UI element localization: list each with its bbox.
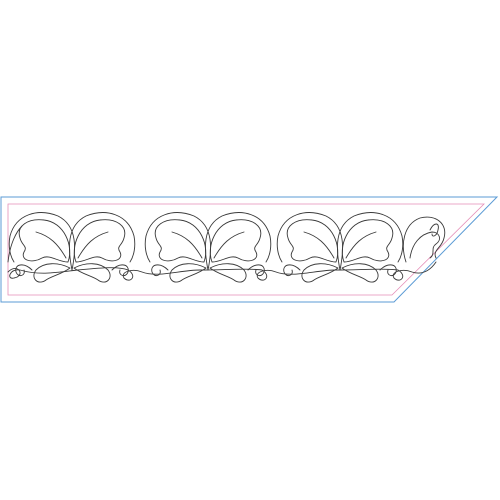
motif-curl (379, 264, 397, 277)
motif-wing-5 (336, 212, 404, 283)
motif-curl (283, 264, 301, 277)
motif-vein (171, 231, 203, 259)
motif-lower-petal (73, 263, 111, 283)
motif-wing-3 (204, 212, 272, 283)
motif-lower-petal (301, 263, 339, 283)
motif-petal (154, 219, 207, 263)
motif-vein (77, 231, 109, 259)
motif-group (7, 212, 446, 283)
motif-lower-petal (169, 263, 207, 283)
motif-curl (247, 264, 265, 277)
motif-curl (15, 264, 33, 277)
motif-vein (303, 231, 335, 259)
motif-wing-2 (144, 212, 212, 283)
motif-partial-end-leaf (429, 223, 439, 237)
motif-curl (111, 264, 129, 277)
motif-vein (213, 231, 245, 259)
motif-petal (341, 219, 394, 263)
motif-wing-0 (8, 212, 76, 283)
motif-petal (18, 219, 71, 263)
motif-outer-arch (336, 212, 404, 271)
motif-lower-petal (341, 263, 379, 283)
motif-outer-arch (204, 212, 272, 271)
motif-petal (73, 219, 126, 263)
motif-outer-arch (144, 212, 212, 271)
motif-wing-1 (68, 212, 136, 283)
motif-outer-arch (68, 212, 136, 271)
baseline-loop-line (7, 261, 437, 281)
motif-partial-end (402, 216, 446, 263)
motif-petal (286, 219, 339, 263)
outer-border (0, 196, 499, 303)
motif-vein (35, 231, 67, 259)
motif-petal (209, 219, 262, 263)
motif-curl (151, 264, 169, 277)
motif-lower-petal (33, 263, 71, 283)
motif-wing-4 (276, 212, 344, 283)
motif-outer-arch (8, 212, 76, 271)
motif-left-partial (7, 225, 23, 263)
motif-vein (345, 231, 377, 259)
inner-border (7, 203, 485, 296)
motif-lower-petal (209, 263, 247, 283)
motif-outer-arch (276, 212, 344, 271)
